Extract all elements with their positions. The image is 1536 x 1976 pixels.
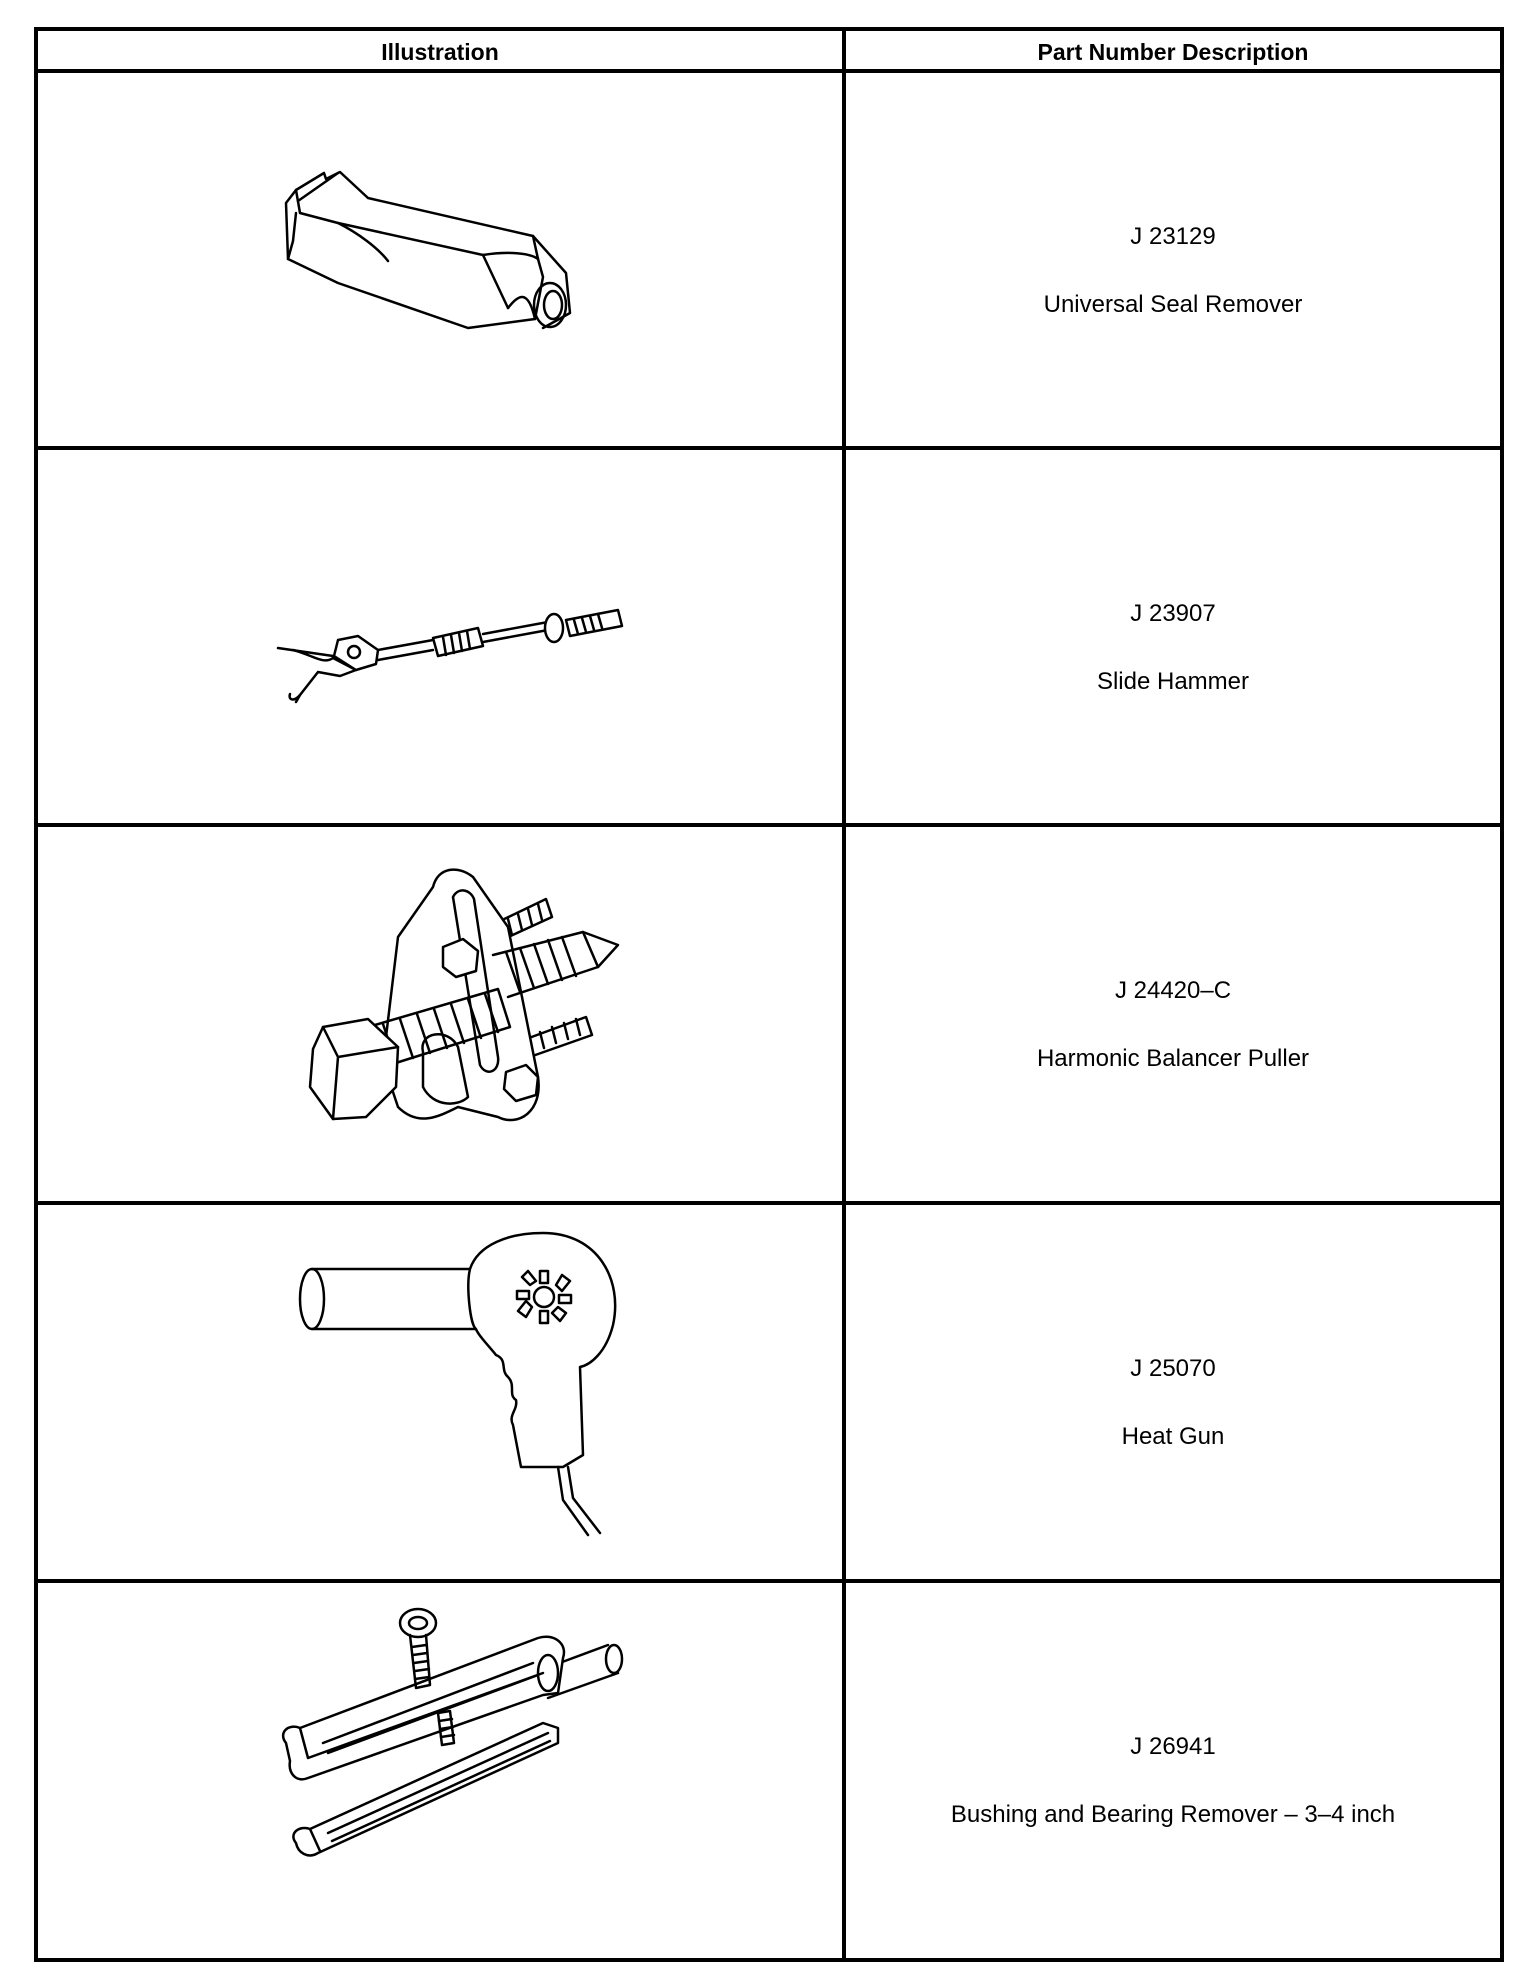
part-number: J 23129 — [1130, 223, 1216, 250]
description-cell: J 23907 Slide Hammer — [846, 450, 1500, 823]
row-divider — [38, 823, 1500, 827]
table-row: J 24420–C Harmonic Balancer Puller — [38, 827, 1500, 1201]
illustration-cell — [38, 450, 842, 823]
part-name: Heat Gun — [1121, 1423, 1225, 1450]
part-name: Harmonic Balancer Puller — [1036, 1045, 1310, 1072]
bushing-remover-icon — [281, 1607, 624, 1857]
description-cell: J 26941 Bushing and Bearing Remover – 3–… — [846, 1583, 1500, 1962]
table-row: J 26941 Bushing and Bearing Remover – 3–… — [38, 1583, 1500, 1962]
part-name: Slide Hammer — [1096, 668, 1250, 695]
header-divider — [38, 69, 1500, 73]
slide-hammer-icon — [276, 608, 624, 704]
part-number: J 26941 — [1130, 1733, 1216, 1760]
table-row: J 25070 Heat Gun — [38, 1205, 1500, 1579]
part-number: J 24420–C — [1114, 977, 1232, 1004]
seal-remover-icon — [284, 170, 572, 330]
illustration-cell — [38, 73, 842, 446]
description-cell: J 25070 Heat Gun — [846, 1205, 1500, 1579]
row-divider — [38, 1579, 1500, 1583]
column-divider — [842, 31, 846, 1958]
heat-gun-icon — [298, 1231, 617, 1537]
row-divider — [38, 446, 1500, 450]
description-cell: J 24420–C Harmonic Balancer Puller — [846, 827, 1500, 1201]
illustration-cell — [38, 1205, 842, 1579]
table-row: J 23129 Universal Seal Remover — [38, 73, 1500, 446]
illustration-cell — [38, 1583, 842, 1962]
part-number: J 25070 — [1130, 1355, 1216, 1382]
part-number: J 23907 — [1130, 600, 1216, 627]
illustration-cell — [38, 827, 842, 1201]
special-tools-table: Illustration Part Number Description J — [34, 27, 1504, 1962]
header-part-number-description: Part Number Description — [1037, 38, 1309, 65]
row-divider — [38, 1201, 1500, 1205]
table-row: J 23907 Slide Hammer — [38, 450, 1500, 823]
part-name: Bushing and Bearing Remover – 3–4 inch — [950, 1801, 1396, 1828]
header-illustration: Illustration — [381, 38, 499, 65]
balancer-puller-icon — [308, 868, 620, 1122]
part-name: Universal Seal Remover — [1043, 291, 1303, 318]
description-cell: J 23129 Universal Seal Remover — [846, 73, 1500, 446]
